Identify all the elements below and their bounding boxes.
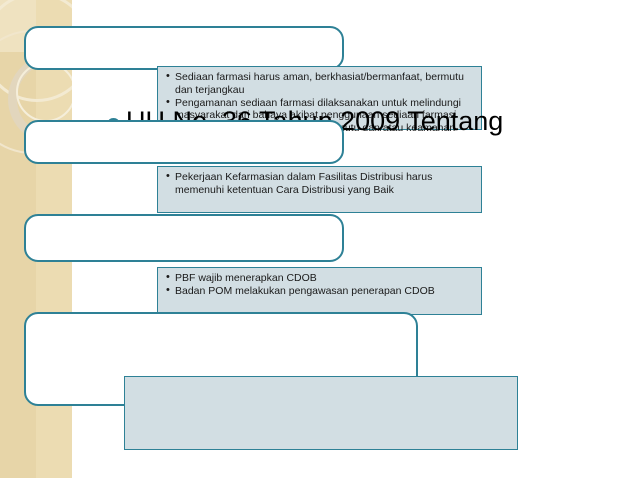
bullet-list: PBF wajib menerapkan CDOB Badan POM mela… [166, 271, 475, 298]
list-item: Badan POM melakukan pengawasan penerapan… [166, 284, 475, 298]
white-rounded-box-header [24, 26, 344, 70]
content-block-empty [124, 376, 518, 450]
list-item: PBF wajib menerapkan CDOB [166, 271, 475, 285]
content-block-pbf-cdob: PBF wajib menerapkan CDOB Badan POM mela… [157, 267, 482, 315]
list-item: Sediaan farmasi harus aman, berkhasiat/b… [166, 70, 475, 96]
white-rounded-box-second [24, 120, 344, 164]
bullet-list: Pekerjaan Kefarmasian dalam Fasilitas Di… [166, 170, 475, 196]
decorative-ring-inner-icon [16, 62, 76, 122]
white-rounded-box-third [24, 214, 344, 262]
content-block-pekerjaan-kefarmasian: Pekerjaan Kefarmasian dalam Fasilitas Di… [157, 166, 482, 213]
list-item: Pekerjaan Kefarmasian dalam Fasilitas Di… [166, 170, 475, 196]
